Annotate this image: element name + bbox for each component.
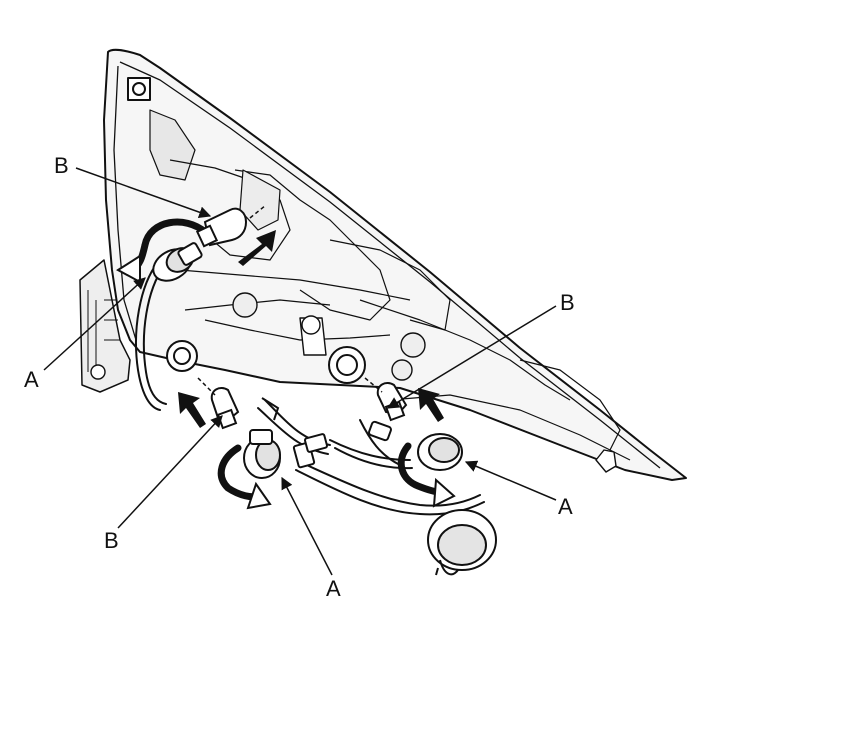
callout-a-top-left: A <box>24 367 39 392</box>
callout-b-bottom-left: B <box>104 528 119 553</box>
tail-light-housing <box>79 48 687 481</box>
harness-clip <box>261 397 329 469</box>
callout-b-top-left: B <box>54 153 69 178</box>
callout-a-right: A <box>558 494 573 519</box>
insert-arrow-top <box>238 230 276 266</box>
rotate-arrow-bottom-head <box>246 481 272 510</box>
bulb-top-left <box>195 207 248 248</box>
rotate-arrow-right-head <box>432 477 456 508</box>
socket-right <box>368 420 463 471</box>
grommet <box>427 509 497 576</box>
leader-lines <box>43 167 557 576</box>
socket-top-left <box>152 242 203 282</box>
insert-arrow-bottom-left <box>178 392 206 428</box>
callout-a-bottom: A <box>326 576 341 601</box>
rotate-arrow-top-left-head <box>116 254 141 284</box>
callout-b-right: B <box>560 290 575 315</box>
socket-bottom <box>243 429 281 479</box>
insert-arrow-right <box>418 388 444 422</box>
